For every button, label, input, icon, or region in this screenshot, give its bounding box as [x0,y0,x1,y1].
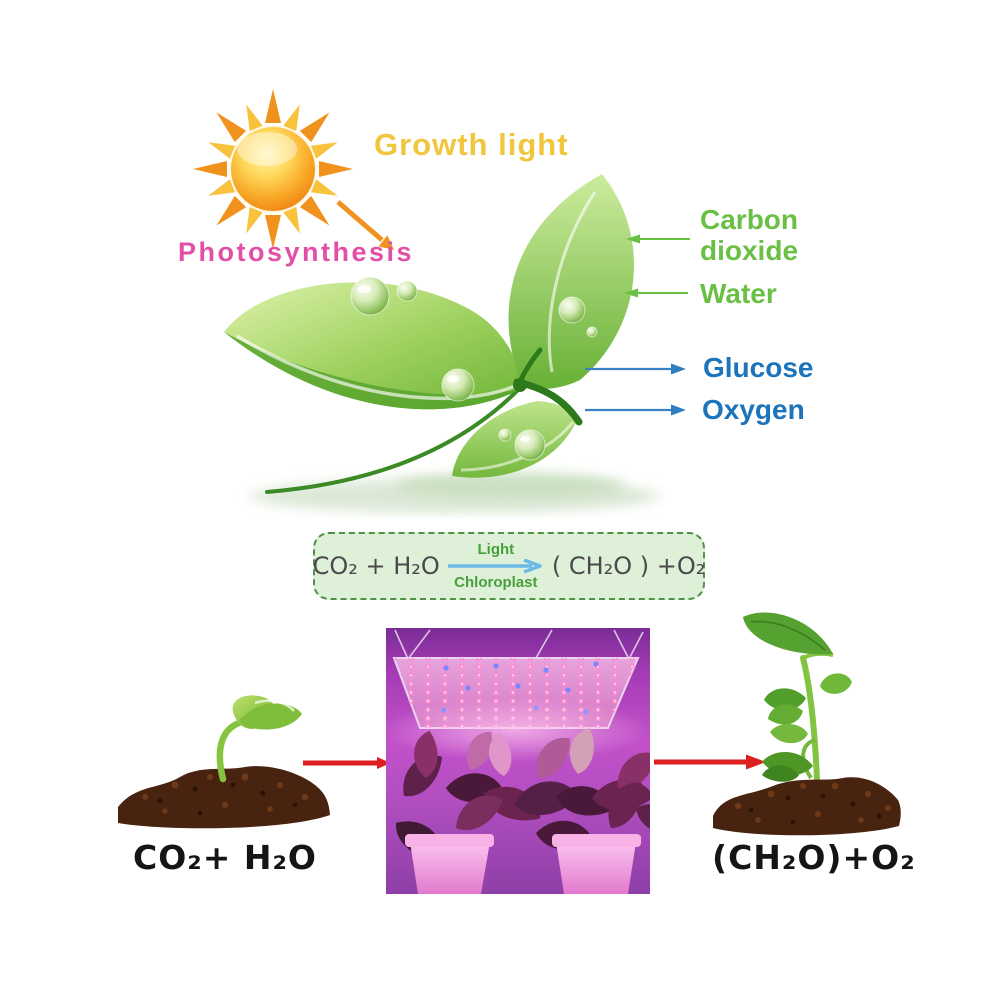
plant-stems-leaves [743,612,852,783]
equation-reactants: CO₂ + H₂O [312,552,440,580]
leaf-shadow-inner [395,473,625,499]
sun-disc [229,125,317,213]
growth-light-label: Growth light [374,127,569,162]
output-formula: (CH₂O)+O₂ [712,838,916,877]
oxygen-arrow-icon [585,404,686,416]
grow-light-scene [386,629,650,894]
seedling-illustration [118,695,330,829]
sprout [216,695,302,783]
soil-mound-left [118,766,330,829]
leaf-lower [452,401,577,478]
hanging-wires [394,629,644,660]
glucose-label: Glucose [703,352,814,383]
led-grow-light-photo [386,628,650,894]
glucose-arrow-icon [585,363,686,375]
equation-products: ( CH₂O ) +O₂ [551,552,706,580]
equation-arrow-icon [447,559,542,573]
process-arrow-left-icon [303,757,391,769]
sun-icon [193,89,353,249]
sun-ray-arrow-icon [336,200,394,250]
photosynthesis-label: Photosynthesis [178,237,415,267]
mature-plant-illustration [713,612,901,836]
water-label: Water [700,278,777,309]
equation-box: CO₂ + H₂O Light Chloroplast ( CH₂O ) +O₂ [313,532,705,600]
plant-pots [405,834,641,894]
carbon-dioxide-arrow-icon [626,234,690,244]
led-panel [386,657,650,762]
equation-condition-bottom: Chloroplast [454,574,538,591]
soil-mound-right [713,777,901,836]
stem-long [265,386,522,494]
leaf-upper-right [508,174,634,389]
leaf-cluster-illustration [224,174,660,513]
stem-junction [513,347,583,426]
equation-condition-top: Light [477,541,515,558]
carbon-dioxide-label: Carbon dioxide [700,204,799,267]
oxygen-label: Oxygen [702,394,805,425]
equation-condition: Light Chloroplast [447,541,544,591]
water-arrow-icon [624,288,688,298]
water-droplets [350,276,598,461]
sun-highlight [237,132,297,166]
input-formula: CO₂+ H₂O [133,838,317,877]
process-arrow-right-icon [654,754,766,770]
